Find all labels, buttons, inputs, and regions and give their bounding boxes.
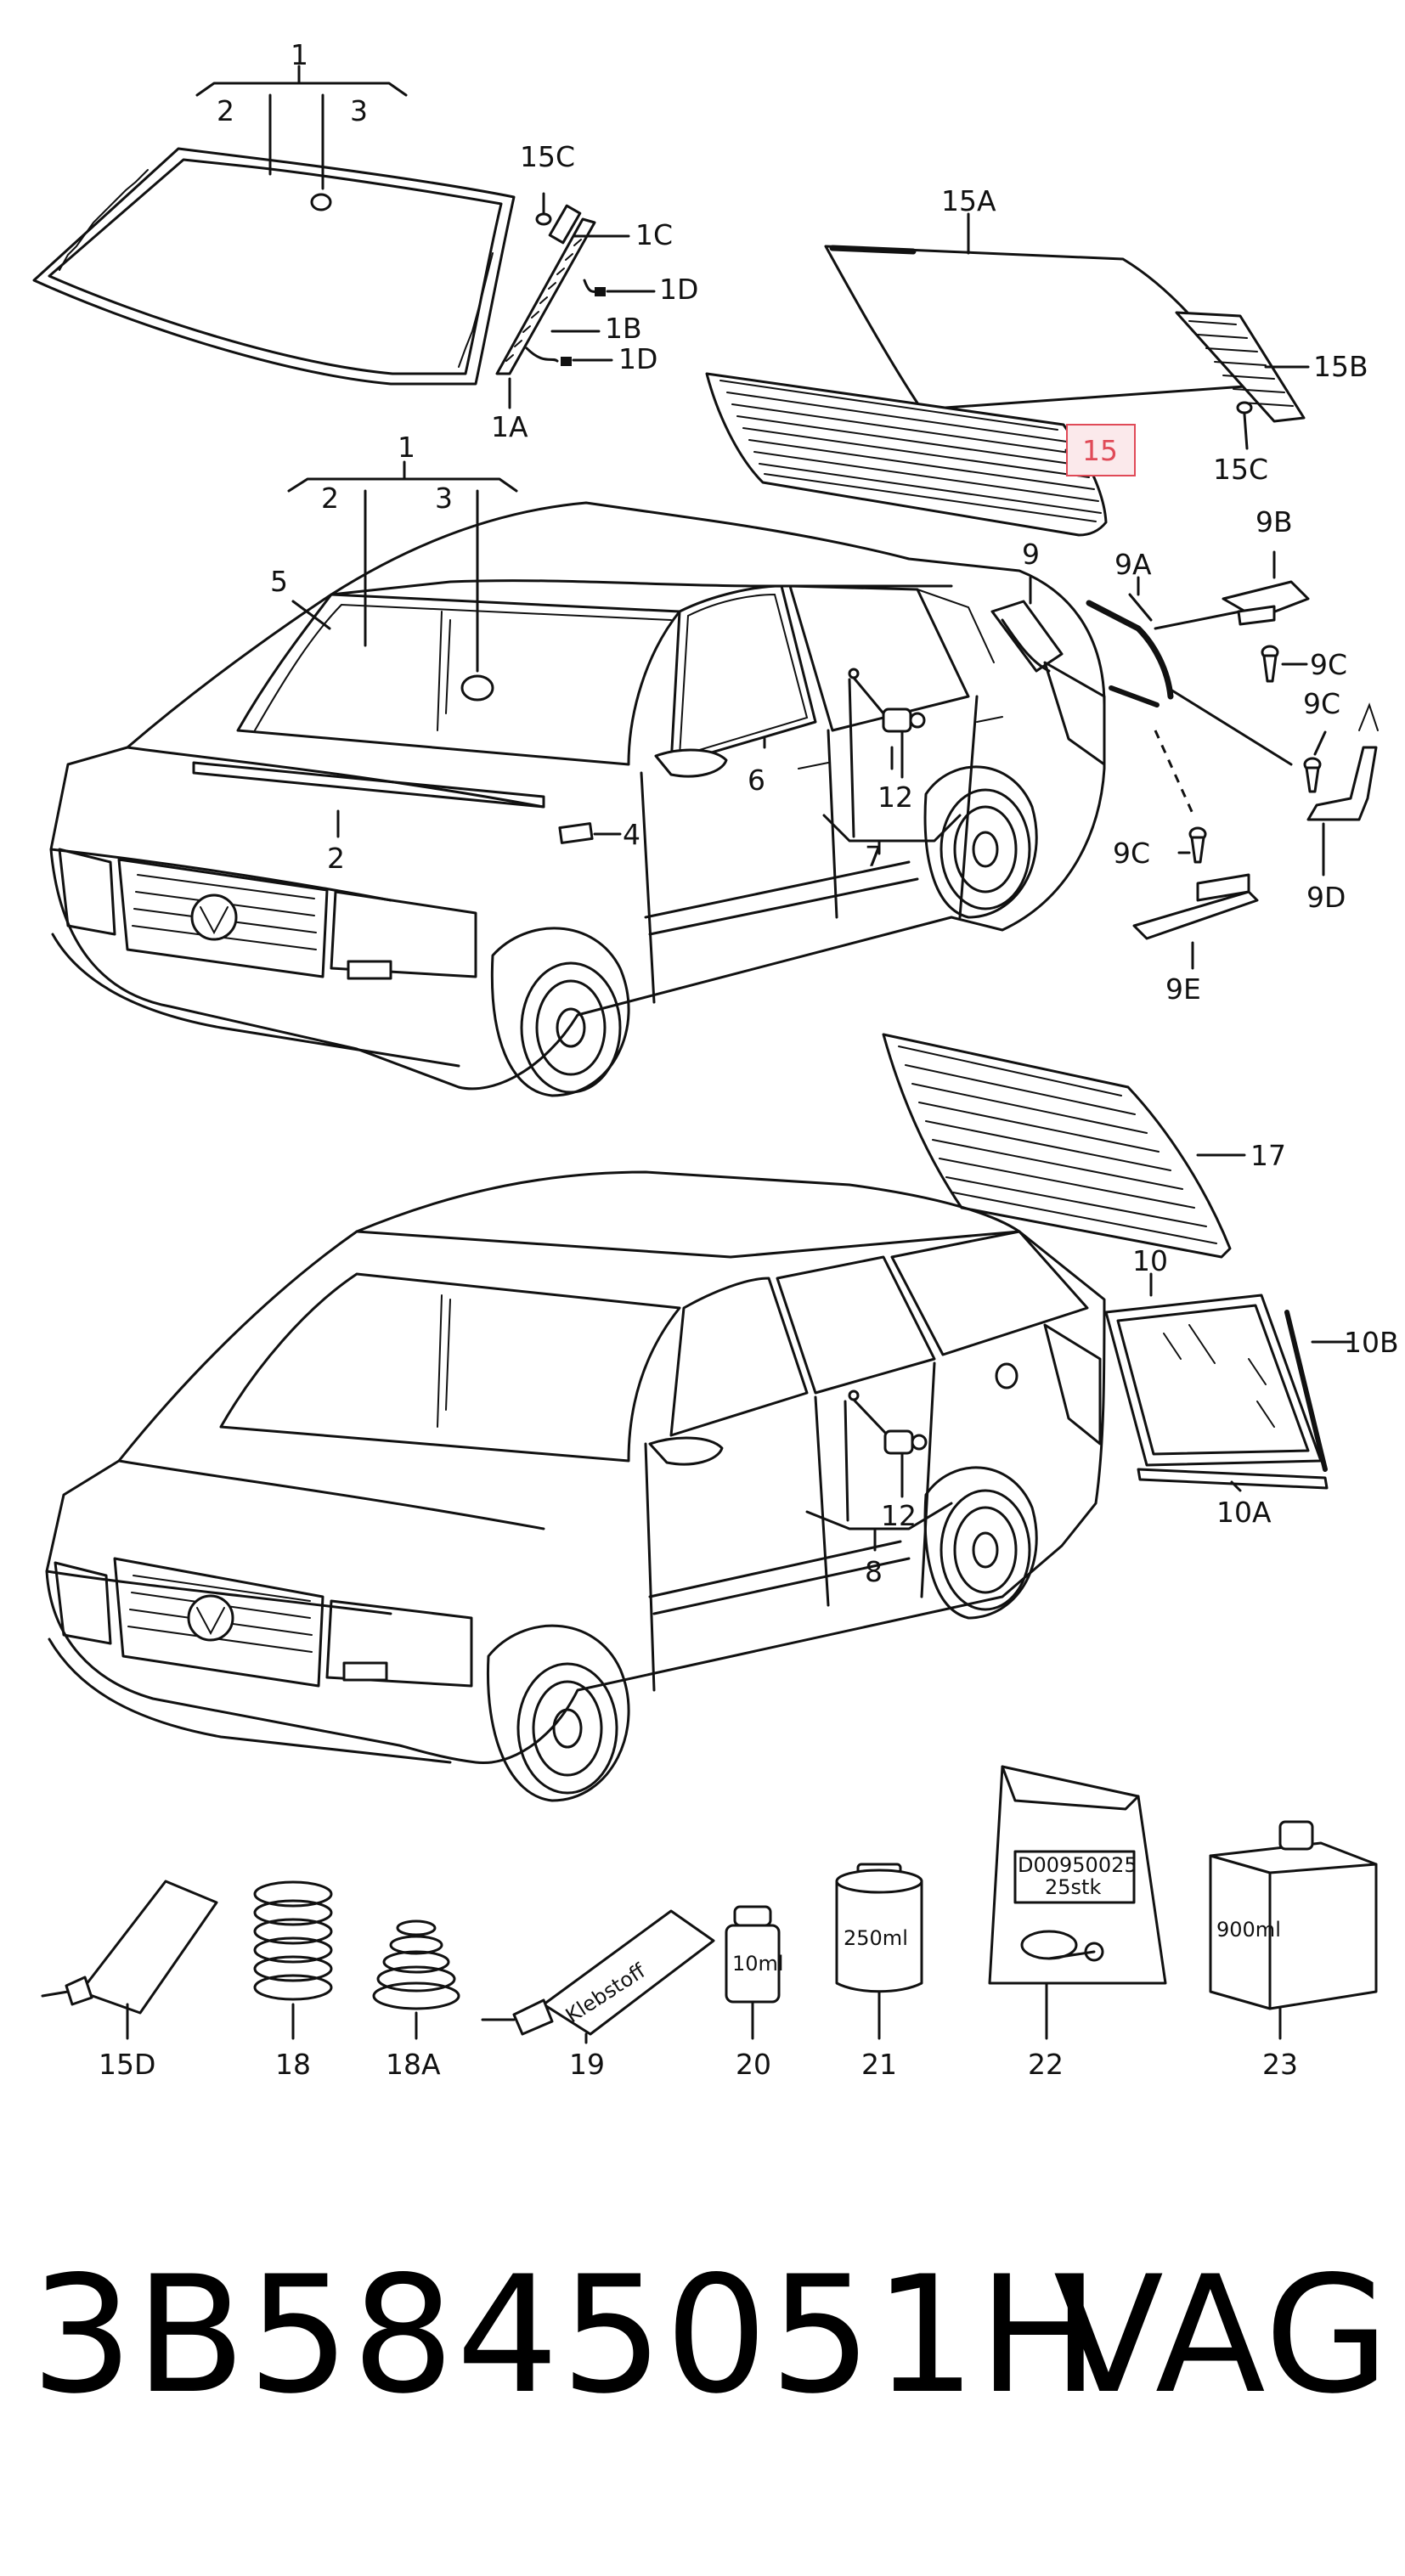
label-250ml: 250ml (844, 1926, 908, 1950)
bag-22: D00950025 25stk (988, 1765, 1167, 2040)
bracket-9d-part (1306, 702, 1379, 877)
callout-bracket-top (195, 65, 408, 211)
callout-6: 6 (748, 764, 765, 797)
callout-1: 1 (398, 431, 415, 464)
callout-9e: 9E (1165, 972, 1201, 1006)
callout-15d: 15D (99, 2048, 155, 2081)
part-number: 3B5845051H (31, 2241, 1102, 2429)
label-d00950025: D00950025 (1018, 1853, 1137, 1877)
rear-window-trim-part (1175, 311, 1310, 450)
callout-17: 17 (1250, 1139, 1286, 1172)
callout-2: 2 (327, 842, 345, 875)
callout-5: 5 (270, 565, 288, 598)
label-900ml: 900ml (1216, 1918, 1281, 1942)
bottle-23: 900ml (1209, 1820, 1378, 2040)
callout-2: 2 (217, 94, 234, 127)
can-21: 250ml (835, 1863, 923, 2040)
manufacturer-name: VAG (1053, 2241, 1391, 2429)
sedan-callout-lines (287, 460, 1153, 855)
adhesive-tube-15d (41, 1880, 218, 2040)
sedan-car (49, 501, 1106, 1097)
callout-15c: 15C (1213, 453, 1268, 486)
callout-12: 12 (881, 1499, 917, 1532)
callout-2: 2 (321, 482, 339, 515)
windscreen-part (32, 147, 516, 386)
callout-9d: 9D (1306, 881, 1346, 914)
callout-15b: 15B (1313, 350, 1368, 383)
callout-8: 8 (865, 1555, 883, 1588)
callout-1: 1 (291, 38, 308, 71)
callout-9c: 9C (1113, 837, 1150, 870)
bracket-9e-part (1132, 873, 1259, 970)
callout-15a: 15A (941, 184, 996, 217)
callout-9: 9 (1022, 538, 1040, 571)
quarter-glass-part (1104, 1272, 1352, 1492)
callout-15c: 15C (520, 140, 575, 173)
estate-car (45, 1170, 1106, 1802)
callout-10: 10 (1132, 1244, 1168, 1277)
callout-10b: 10B (1344, 1326, 1399, 1359)
rear-window-heated-part (705, 372, 1108, 537)
pillar-trim-part (495, 192, 656, 409)
callout-18a: 18A (386, 2048, 441, 2081)
callout-9b: 9B (1255, 505, 1293, 538)
label-10ml: 10ml (732, 1952, 784, 1976)
cone-spring-18a (372, 1919, 460, 2040)
lock-cylinder-part (848, 668, 926, 779)
callout-12: 12 (877, 781, 913, 814)
bottle-20: 10ml (725, 1905, 784, 2040)
callout-22: 22 (1028, 2048, 1064, 2081)
callout-3: 3 (350, 94, 368, 127)
callout-1a: 1A (491, 410, 528, 443)
adhesive-tube-19: Klebstoff (481, 1909, 715, 2044)
clip-9b-part (1222, 550, 1310, 626)
estate-callout-lines (805, 1389, 953, 1552)
callout-3: 3 (435, 482, 453, 515)
callout-9c: 9C (1310, 648, 1347, 681)
callout-20: 20 (736, 2048, 771, 2081)
callout-9c: 9C (1303, 687, 1340, 720)
callout-4: 4 (623, 818, 640, 851)
callout-1c: 1C (635, 218, 673, 251)
callout-10a: 10A (1216, 1496, 1272, 1529)
label-25stk: 25stk (1045, 1875, 1101, 1899)
highlight-box (1066, 424, 1136, 476)
estate-rear-window-part (882, 1033, 1246, 1259)
callout-1d: 1D (659, 273, 698, 306)
trim-strip-9a-part (1086, 576, 1293, 816)
callout-18: 18 (275, 2048, 311, 2081)
callout-1b: 1B (605, 312, 642, 345)
callout-1d: 1D (618, 342, 657, 375)
callout-21: 21 (861, 2048, 897, 2081)
callout-9a: 9A (1114, 548, 1152, 581)
callout-15: 15 (1082, 434, 1118, 467)
callout-23: 23 (1262, 2048, 1298, 2081)
callout-19: 19 (569, 2048, 605, 2081)
callout-7: 7 (865, 840, 883, 873)
clip-9c-part (1177, 645, 1327, 864)
spring-18 (253, 1880, 333, 2040)
